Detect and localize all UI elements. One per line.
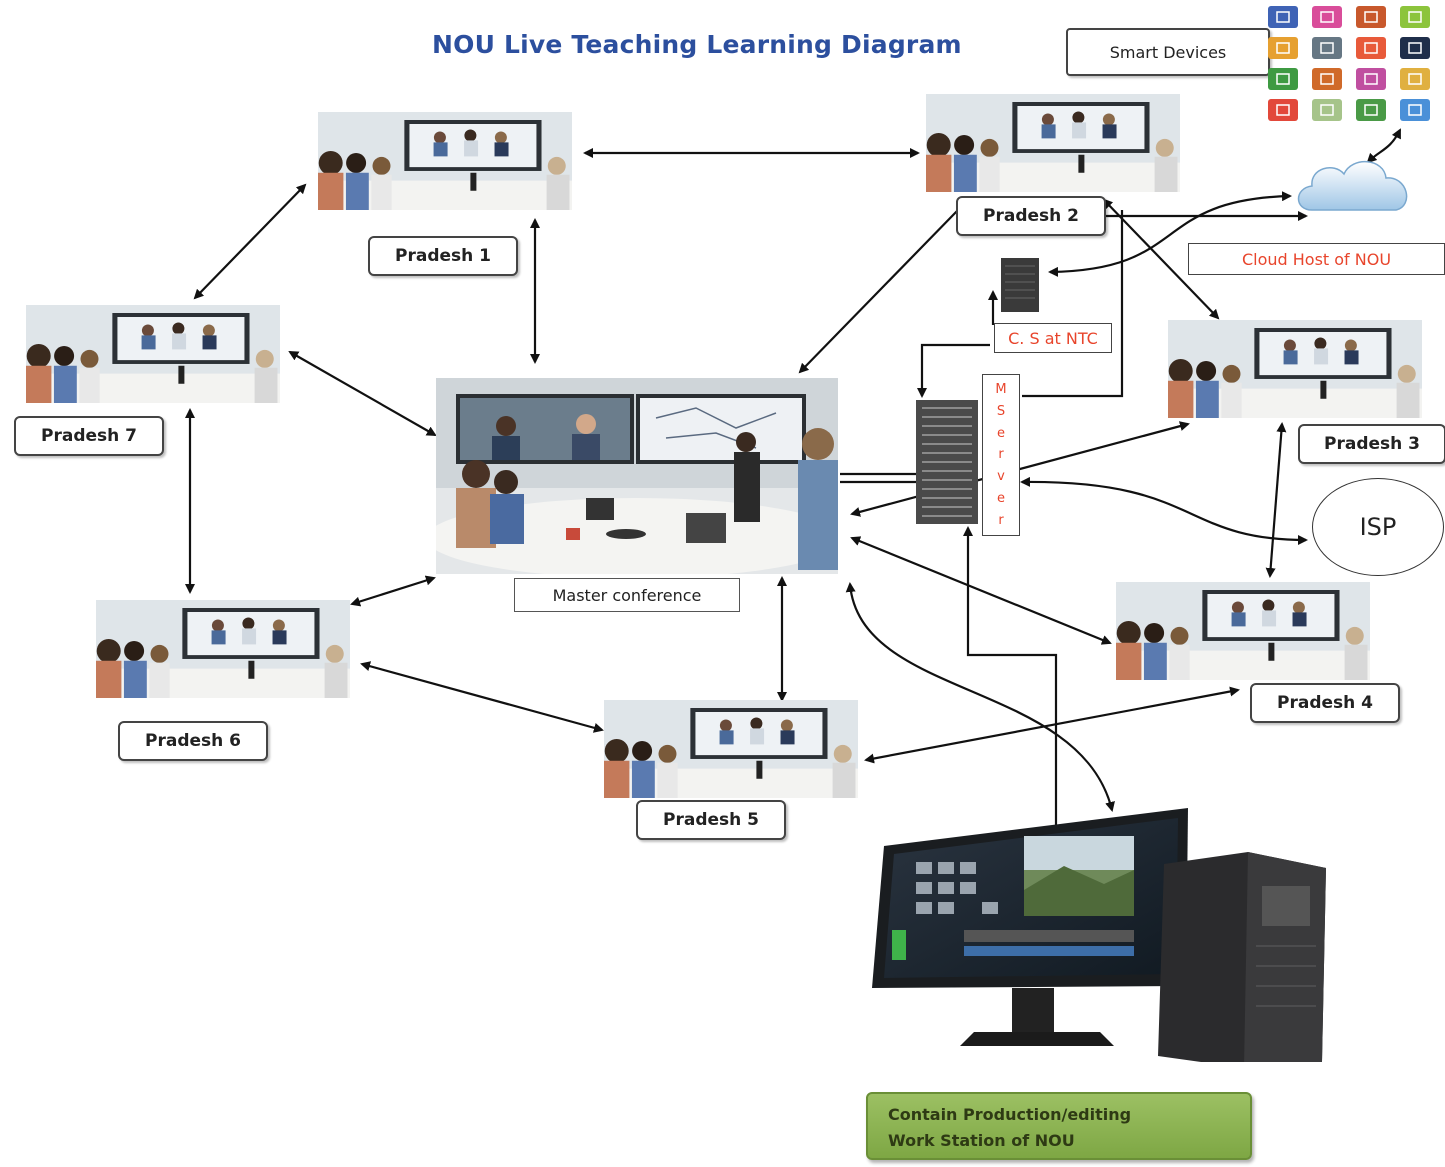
server-letter: e (997, 490, 1005, 506)
pradesh-2-label: Pradesh 2 (956, 196, 1106, 236)
cloud-host-label: Cloud Host of NOU (1188, 243, 1445, 275)
workstation-label-line2: Work Station of NOU (888, 1131, 1075, 1150)
m-server-icon (916, 400, 978, 524)
photo-app-icon (1312, 99, 1342, 121)
page-title: NOU Live Teaching Learning Diagram (432, 30, 962, 59)
isp-node: ISP (1312, 478, 1444, 576)
book-app-icon (1268, 68, 1298, 90)
chart-app-icon (1356, 68, 1386, 90)
cs-ntc-label: C. S at NTC (994, 323, 1112, 353)
pradesh-3-room-image (1168, 320, 1422, 418)
pradesh-4-room-image (1116, 582, 1370, 680)
print-app-icon (1312, 37, 1342, 59)
calculator-app-icon (1268, 37, 1298, 59)
video-app-icon (1268, 99, 1298, 121)
card-app-icon (1400, 6, 1430, 28)
gear-app-icon (1312, 68, 1342, 90)
chat-app-icon (1312, 6, 1342, 28)
cs-server-icon (1001, 258, 1039, 312)
server-letter: S (996, 404, 1006, 420)
workstation-label-line1: Contain Production/editing (888, 1105, 1132, 1124)
workstation-label: Contain Production/editing Work Station … (866, 1092, 1252, 1160)
pradesh-5-label: Pradesh 5 (636, 800, 786, 840)
smart-device-apps (1268, 6, 1444, 126)
workstation-computer-icon (872, 808, 1326, 1062)
pradesh-3-label: Pradesh 3 (1298, 424, 1445, 464)
master-conference-image (436, 378, 838, 574)
pradesh-4-label: Pradesh 4 (1250, 683, 1400, 723)
lock-app-icon (1400, 37, 1430, 59)
phone-app-icon (1356, 99, 1386, 121)
pradesh-6-label: Pradesh 6 (118, 721, 268, 761)
server-letter: e (997, 425, 1005, 441)
pradesh-1-room-image (318, 112, 572, 210)
cloud-icon (1297, 160, 1408, 211)
mail-app-icon (1356, 37, 1386, 59)
pradesh-7-label: Pradesh 7 (14, 416, 164, 456)
briefcase-app-icon (1356, 6, 1386, 28)
monitor-app-icon (1268, 6, 1298, 28)
smart-devices-label: Smart Devices (1066, 28, 1270, 76)
doc-app-icon (1400, 68, 1430, 90)
master-conference-label: Master conference (514, 578, 740, 612)
pradesh-2-room-image (926, 94, 1180, 192)
server-letter: r (998, 447, 1004, 463)
globe-app-icon (1400, 99, 1430, 121)
server-letter: r (998, 512, 1004, 528)
pradesh-5-room-image (604, 700, 858, 798)
server-letter: v (997, 469, 1005, 485)
pradesh-7-room-image (26, 305, 280, 403)
pradesh-6-room-image (96, 600, 350, 698)
pradesh-1-label: Pradesh 1 (368, 236, 518, 276)
server-letter: M (995, 382, 1007, 398)
